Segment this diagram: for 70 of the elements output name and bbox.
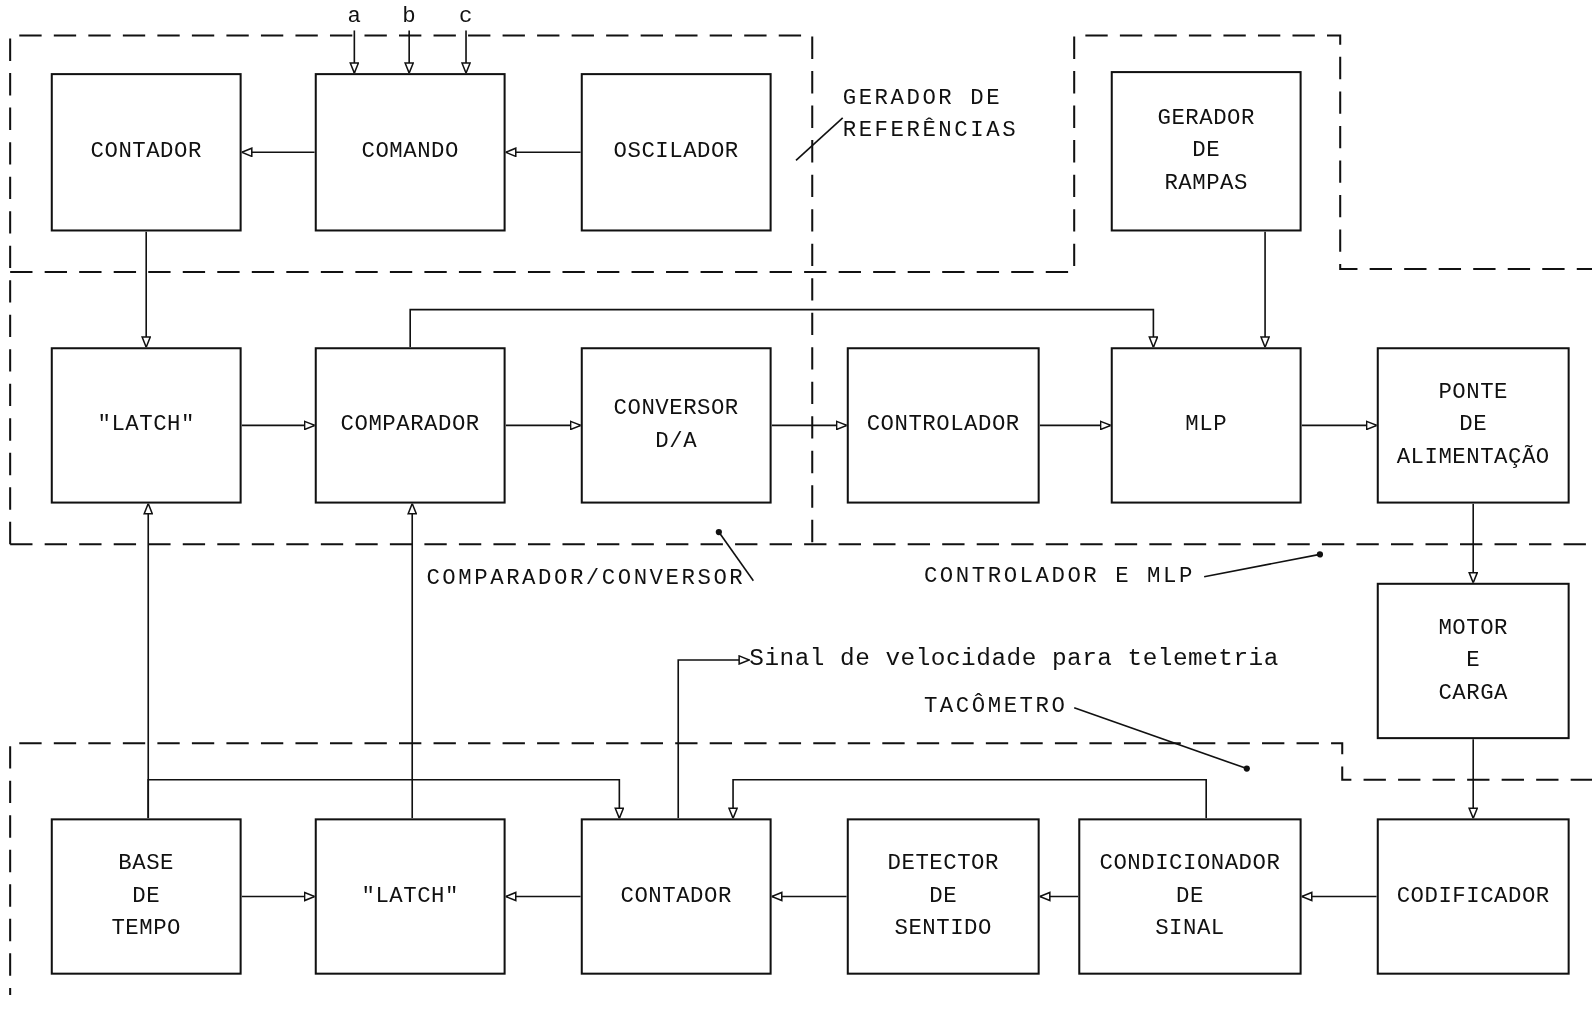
block-box [1376,347,1570,504]
arrow [504,147,582,158]
block-box [314,73,506,232]
block-box [580,347,772,504]
arrow [349,29,360,74]
block-label: MLP [1185,411,1228,440]
input-label: a [347,3,362,32]
input-label: c [459,3,473,32]
arrow [770,420,848,431]
arrow [240,420,316,431]
block-box [314,347,506,504]
block-label: GERADOR DE RAMPAS [1157,104,1255,198]
block-label: CONVERSOR D/A [613,395,739,456]
block-label: OSCILADOR [613,138,739,167]
annotation-text: CONTROLADOR E MLP [923,562,1195,591]
block-box [50,73,242,232]
arrow [1300,891,1378,902]
leader-line [715,528,755,582]
block-label: MOTOR E CARGA [1438,614,1508,708]
arrow [147,778,625,820]
arrow [504,420,582,431]
arrow [1038,891,1080,902]
block-box [580,73,772,232]
leader-line [1203,551,1323,578]
leader-line [795,116,844,162]
arrow [461,29,471,74]
arrow [141,230,152,349]
arrow [240,147,316,158]
annotation-text: COMPARADOR/CONVERSOR [426,564,746,593]
arrow [677,655,751,820]
block-box [50,818,242,975]
arrow [1468,502,1479,584]
arrow [728,778,1207,820]
block-label: "LATCH" [97,411,195,440]
block-label: COMPARADOR [340,411,480,440]
arrow [407,502,418,820]
block-label: CONTADOR [620,882,732,911]
arrow [240,891,316,902]
block-label: CONTROLADOR [866,411,1020,440]
arrow [409,308,1159,349]
block-box [580,818,772,975]
block-label: PONTE DE ALIMENTAÇÃO [1396,378,1550,472]
arrow [1038,420,1112,431]
block-label: BASE DE TEMPO [111,850,181,944]
annotation-text: Sinal de velocidade para telemetria [749,643,1279,674]
block-label: CONDICIONADOR DE SINAL [1099,850,1281,944]
block-box [50,347,242,504]
arrow [1468,738,1479,820]
block-label: DETECTOR DE SENTIDO [887,850,999,944]
block-box [1110,71,1302,232]
block-label: CODIFICADOR [1396,882,1550,911]
arrow [404,29,414,74]
annotation-text: TACÔMETRO [923,692,1068,721]
arrow [770,891,848,902]
block-label: "LATCH" [361,882,459,911]
arrow [1300,420,1378,431]
block-box [314,818,506,975]
input-label: b [402,3,417,32]
block-box [1376,818,1570,975]
block-label: COMANDO [361,138,459,167]
block-box [846,818,1040,975]
arrow [1260,230,1270,349]
block-label: CONTADOR [90,138,202,167]
block-box [1078,818,1302,975]
annotation-text: GERADOR DE REFERÊNCIAS [842,84,1020,146]
block-box [846,347,1040,504]
block-box [1110,347,1302,504]
arrow [504,891,582,902]
leader-line [1073,706,1250,772]
block-box [1376,582,1570,740]
